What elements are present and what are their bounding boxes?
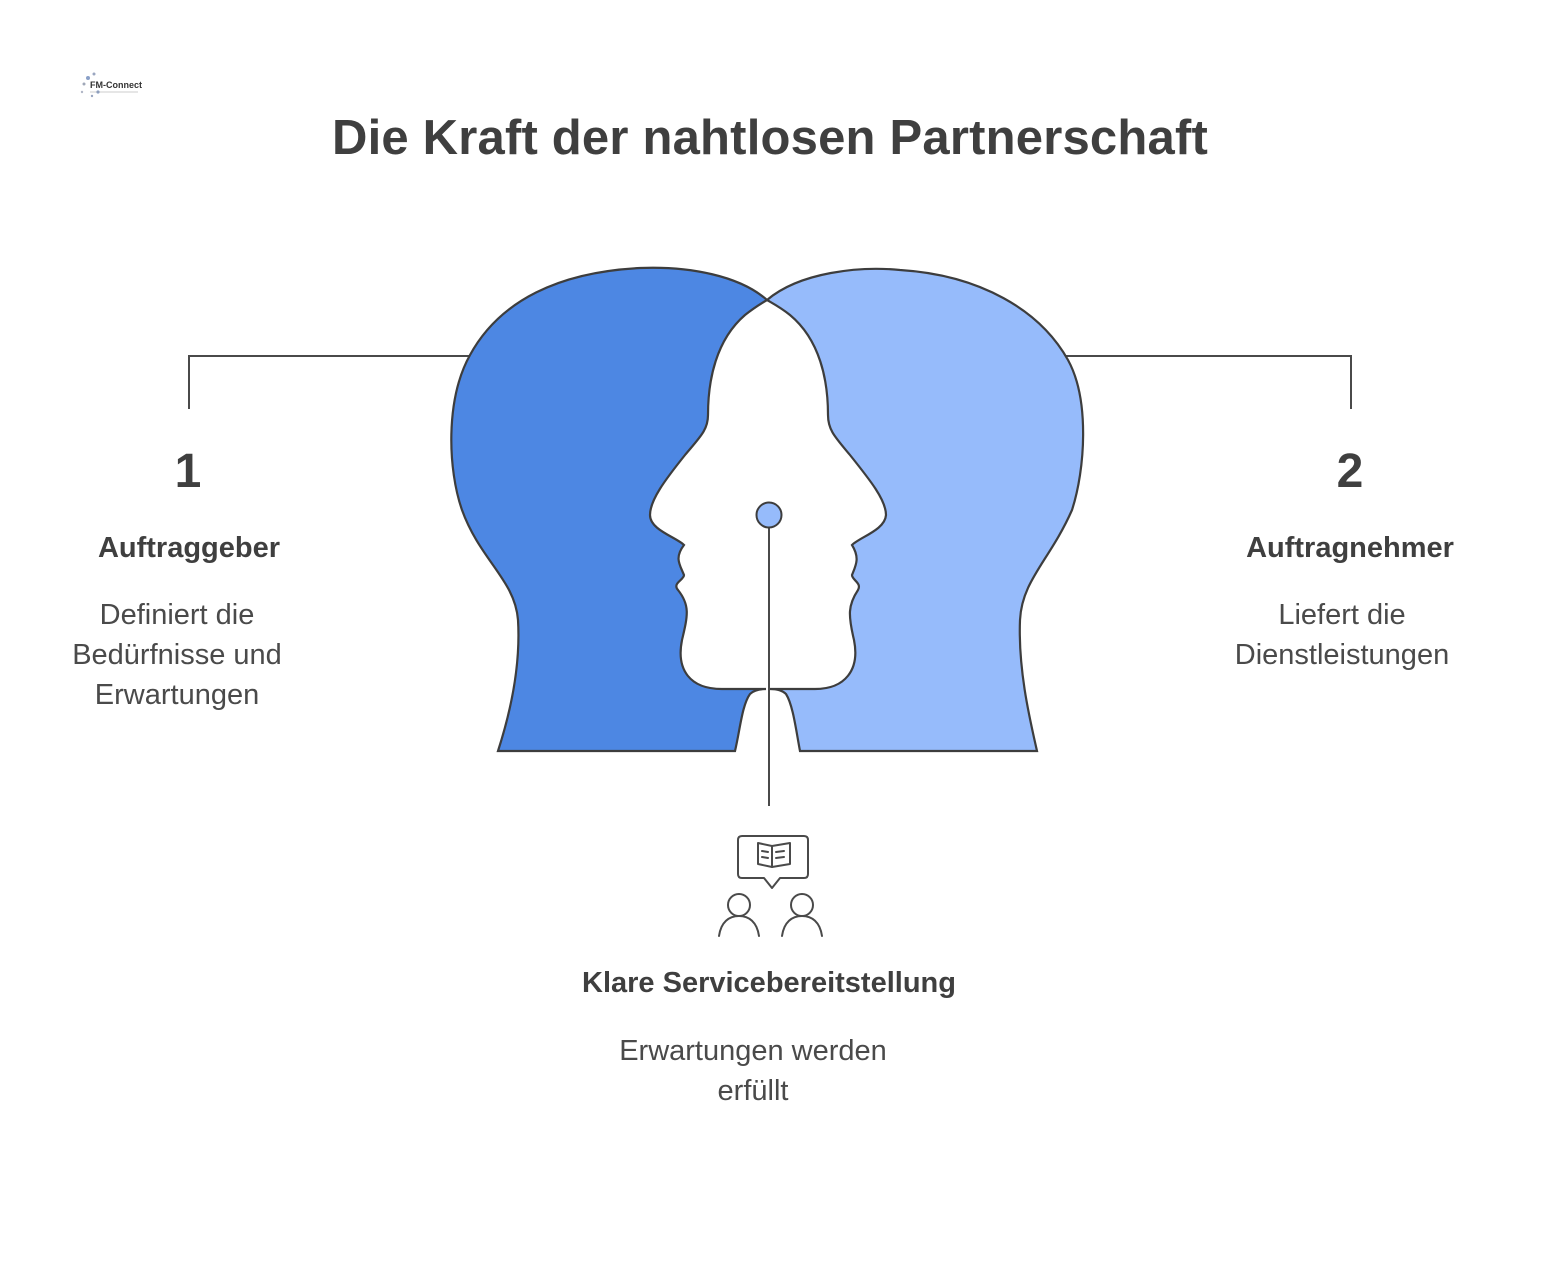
left-description-line: Bedürfnisse und bbox=[72, 639, 282, 671]
left-description-line: Definiert die bbox=[99, 599, 255, 631]
left-label: Auftraggeber bbox=[97, 532, 281, 564]
people-communication-icon bbox=[718, 835, 823, 937]
center-label: Klare Servicebereitstellung bbox=[582, 967, 956, 999]
center-description: Erwartungen werden erfüllt bbox=[553, 1031, 953, 1111]
left-description: Definiert die Bedürfnisse und Erwartunge… bbox=[27, 595, 327, 715]
logo-text: FM-Connect.com bbox=[90, 80, 142, 90]
right-step-number: 2 bbox=[1336, 445, 1364, 498]
right-connector-line bbox=[1062, 355, 1352, 409]
center-description-line: Erwartungen werden bbox=[619, 1035, 887, 1067]
page-title: Die Kraft der nahtlosen Partnerschaft bbox=[331, 111, 1208, 165]
center-dot bbox=[755, 501, 783, 529]
left-connector-line bbox=[188, 355, 472, 409]
left-head-shape bbox=[450, 266, 769, 753]
fm-connect-logo: FM-Connect.com bbox=[78, 70, 163, 100]
left-step-number: 1 bbox=[174, 445, 202, 498]
right-description-line: Dienstleistungen bbox=[1234, 639, 1450, 671]
right-description-line: Liefert die bbox=[1278, 599, 1406, 631]
right-description: Liefert die Dienstleistungen bbox=[1192, 595, 1492, 675]
right-head-shape bbox=[765, 267, 1085, 753]
center-description-line: erfüllt bbox=[717, 1075, 789, 1107]
right-label: Auftragnehmer bbox=[1246, 532, 1454, 564]
left-description-line: Erwartungen bbox=[94, 679, 260, 711]
